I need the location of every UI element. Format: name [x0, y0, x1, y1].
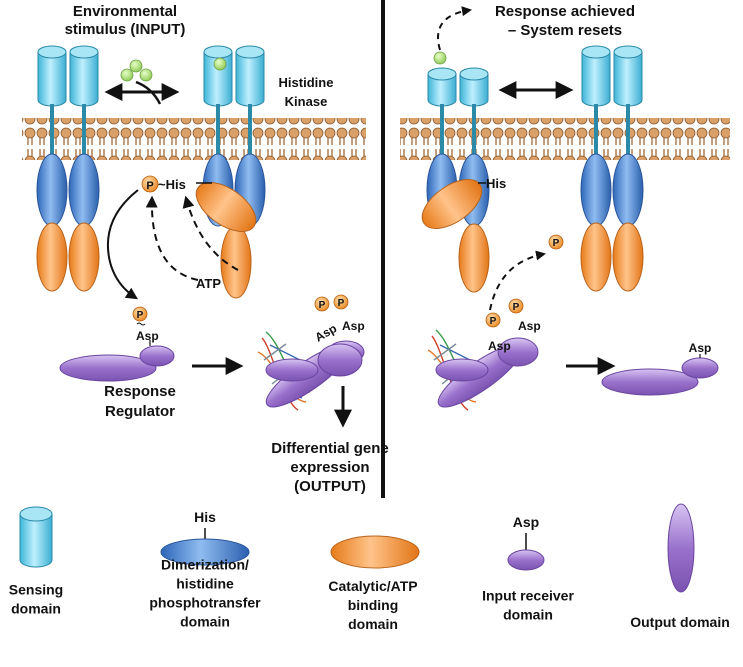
response-regulator-reset [601, 354, 719, 396]
his-label-right: His [486, 176, 506, 191]
gene-expression-label-3: (OUTPUT) [294, 478, 366, 495]
ligand-release-arrow [437, 6, 472, 51]
phosphate-label-right-a: P [490, 316, 497, 327]
binding-arrow [135, 80, 162, 105]
histidine-kinase-inactive-right [580, 45, 644, 292]
legend-catalytic-icon [330, 535, 420, 569]
phosphate-his-icon [141, 175, 159, 193]
released-phosphate-icon [548, 234, 564, 250]
membrane-left [22, 118, 366, 160]
phosphate-icon-dimer-a [314, 296, 330, 312]
legend-receiver-icon [507, 549, 545, 571]
asp-label-reset: Asp [689, 341, 712, 355]
phosphate-his-label: P [146, 180, 153, 192]
asp-label-rr: Asp [136, 329, 159, 343]
env-stimulus-label-2: stimulus (INPUT) [65, 21, 186, 38]
legend-output-label: Output domain [630, 614, 730, 630]
gene-expression-label-2: expression [290, 459, 369, 476]
histidine-kinase-active-left [195, 45, 266, 299]
response-regulator-dephosphorylating [435, 337, 539, 408]
asp-label-dimer-a: Asp [313, 321, 340, 344]
phosphate-label-dimer-b: P [338, 298, 345, 309]
phosphate-asp-icon [132, 306, 148, 322]
response-regulator-label-1: Response [104, 383, 176, 400]
stimulus-ligands [120, 59, 153, 82]
response-regulator-active-left [265, 340, 365, 408]
atp-label: ATP [196, 276, 221, 291]
asp-label-right-b: Asp [518, 319, 541, 333]
histidine-kinase-resetting [421, 67, 490, 293]
phosphate-asp-label: P [137, 310, 144, 321]
atp-arrow-2 [182, 195, 239, 271]
response-achieved-label-1: Response achieved [495, 3, 635, 20]
histidine-kinase-inactive-left [36, 45, 100, 292]
phosphate-icon-right-b [508, 298, 524, 314]
legend-dhp-icon [160, 538, 250, 566]
histidine-kinase-label-1: Histidine [279, 75, 334, 90]
atp-arrow-1 [145, 195, 199, 281]
tilde-mark [136, 322, 146, 326]
response-regulator-label-2: Regulator [105, 403, 175, 420]
response-achieved-label-2: – System resets [508, 22, 622, 39]
legend-receiver-asp: Asp [513, 514, 539, 530]
response-regulator-inactive [59, 340, 175, 382]
membrane-right [400, 118, 730, 160]
legend-sensing-icon [19, 506, 53, 568]
gene-expression-label-1: Differential gene [271, 440, 389, 457]
histidine-kinase-label-2: Kinase [285, 94, 328, 109]
legend-output-icon [667, 503, 695, 593]
sensing-domains [37, 45, 99, 107]
phosphate-label-dimer-a: P [319, 300, 326, 311]
phosphotransfer-arrow [106, 189, 139, 300]
his-tilde-label: ~His [158, 177, 186, 192]
phosphate-icon-right-a [485, 312, 501, 328]
asp-label-right-a: Asp [488, 339, 511, 353]
env-stimulus-label-1: Environmental [73, 3, 177, 20]
released-ligand [433, 51, 447, 65]
released-phosphate-label: P [553, 238, 560, 249]
legend-dhp-his: His [194, 509, 216, 525]
phosphate-label-right-b: P [513, 302, 520, 313]
asp-label-dimer-b: Asp [342, 319, 365, 333]
phosphate-icon-dimer-b [333, 294, 349, 310]
